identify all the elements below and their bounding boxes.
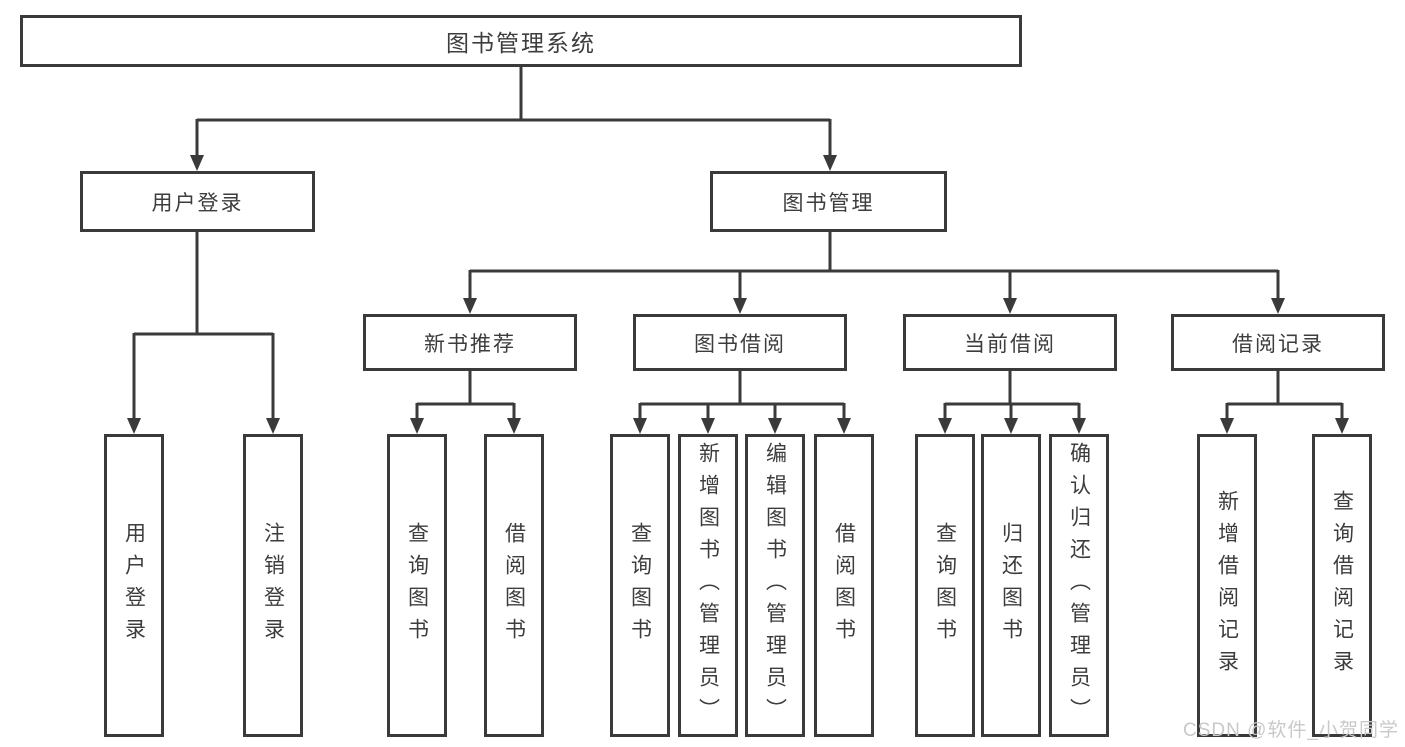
- node-user-login-branch: 用户登录: [80, 171, 315, 232]
- leaf-user-login: 用户登录: [104, 434, 164, 737]
- leaf-return-books: 归还图书: [981, 434, 1041, 737]
- node-library-management-system: 图书管理系统: [20, 15, 1022, 67]
- node-label: 编辑图书（管理员）: [763, 441, 787, 730]
- node-book-management-branch: 图书管理: [710, 171, 947, 232]
- leaf-query-borrow-record: 查询借阅记录: [1312, 434, 1372, 737]
- node-label: 图书借阅: [694, 332, 786, 356]
- node-label: 用户登录: [122, 521, 146, 650]
- node-label: 图书管理系统: [446, 30, 596, 56]
- node-new-book-recommendation: 新书推荐: [363, 314, 577, 371]
- node-label: 归还图书: [999, 521, 1023, 650]
- node-label: 查询借阅记录: [1330, 489, 1354, 682]
- node-label: 图书管理: [782, 191, 875, 215]
- node-label: 借阅图书: [502, 521, 526, 650]
- node-label: 查询图书: [933, 521, 957, 650]
- node-label: 借阅图书: [832, 521, 856, 650]
- node-label: 新增图书（管理员）: [696, 441, 720, 730]
- node-label: 新书推荐: [424, 332, 516, 356]
- leaf-confirm-return-admin: 确认归还（管理员）: [1049, 434, 1109, 737]
- node-label: 新增借阅记录: [1215, 489, 1239, 682]
- node-label: 用户登录: [151, 191, 244, 215]
- node-label: 当前借阅: [964, 332, 1056, 356]
- leaf-query-books-current: 查询图书: [915, 434, 975, 737]
- node-label: 查询图书: [628, 521, 652, 650]
- leaf-borrow-books-borrowing: 借阅图书: [814, 434, 874, 737]
- leaf-logout: 注销登录: [243, 434, 303, 737]
- leaf-edit-books-admin: 编辑图书（管理员）: [745, 434, 805, 737]
- node-current-borrowing: 当前借阅: [903, 314, 1117, 371]
- leaf-query-books-borrowing: 查询图书: [610, 434, 670, 737]
- node-borrowing-records: 借阅记录: [1171, 314, 1385, 371]
- csdn-watermark: CSDN @软件_小贺同学: [1183, 720, 1399, 741]
- node-label: 确认归还（管理员）: [1067, 441, 1091, 730]
- leaf-borrow-books-recommend: 借阅图书: [484, 434, 544, 737]
- node-label: 查询图书: [405, 521, 429, 650]
- node-label: 注销登录: [261, 521, 285, 650]
- node-book-borrowing: 图书借阅: [633, 314, 847, 371]
- node-label: 借阅记录: [1232, 332, 1324, 356]
- leaf-add-books-admin: 新增图书（管理员）: [678, 434, 738, 737]
- leaf-add-borrow-record: 新增借阅记录: [1197, 434, 1257, 737]
- leaf-query-books-recommend: 查询图书: [387, 434, 447, 737]
